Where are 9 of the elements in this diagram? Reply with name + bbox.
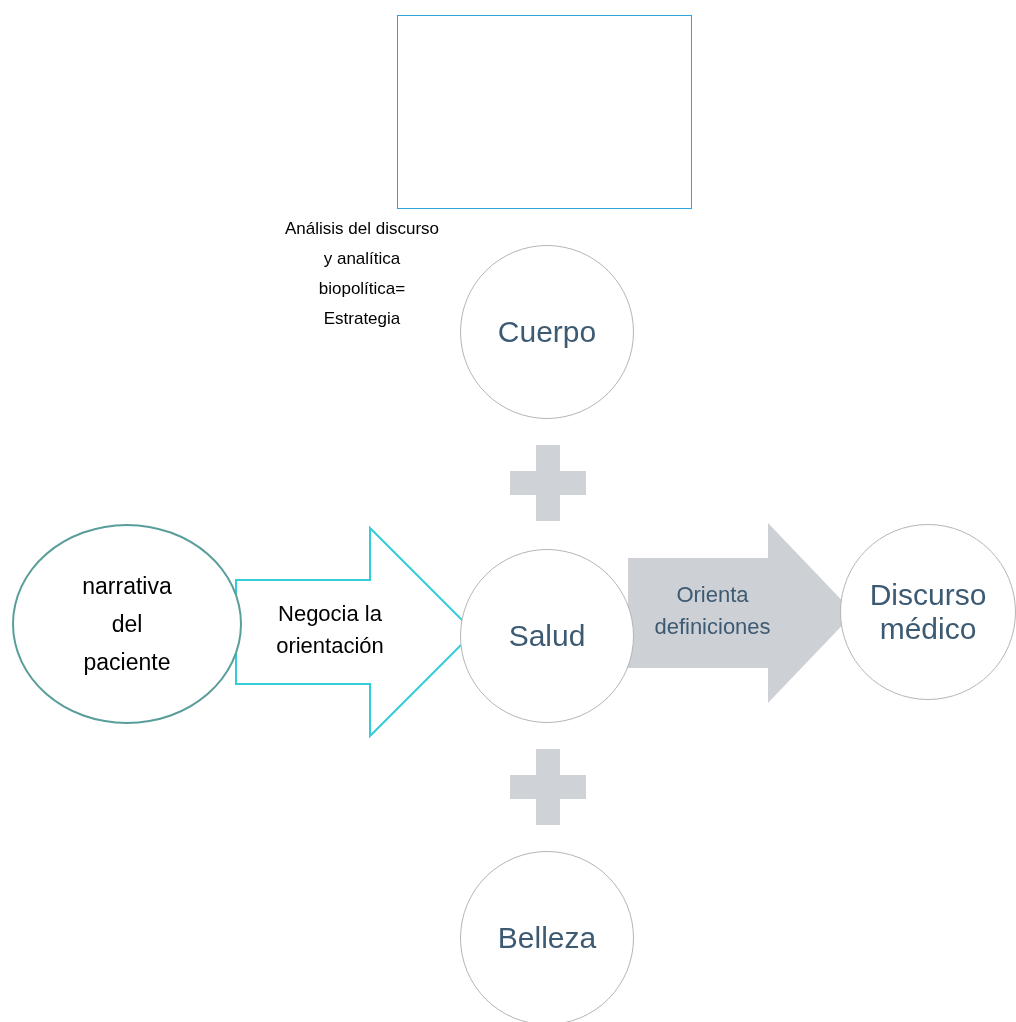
node-label: Belleza	[496, 921, 598, 955]
node-label: Salud	[507, 619, 587, 653]
edge-label: Orienta definiciones	[653, 581, 772, 641]
empty-box	[397, 15, 692, 209]
node-label: narrativa del paciente	[81, 572, 173, 677]
node-label: Cuerpo	[496, 315, 598, 349]
edge-label: Negocia la orientación	[275, 600, 385, 660]
node-label: Discurso médico	[868, 578, 988, 646]
note-text: Análisis del discurso y analítica biopolítica= Estrategia	[284, 218, 440, 330]
